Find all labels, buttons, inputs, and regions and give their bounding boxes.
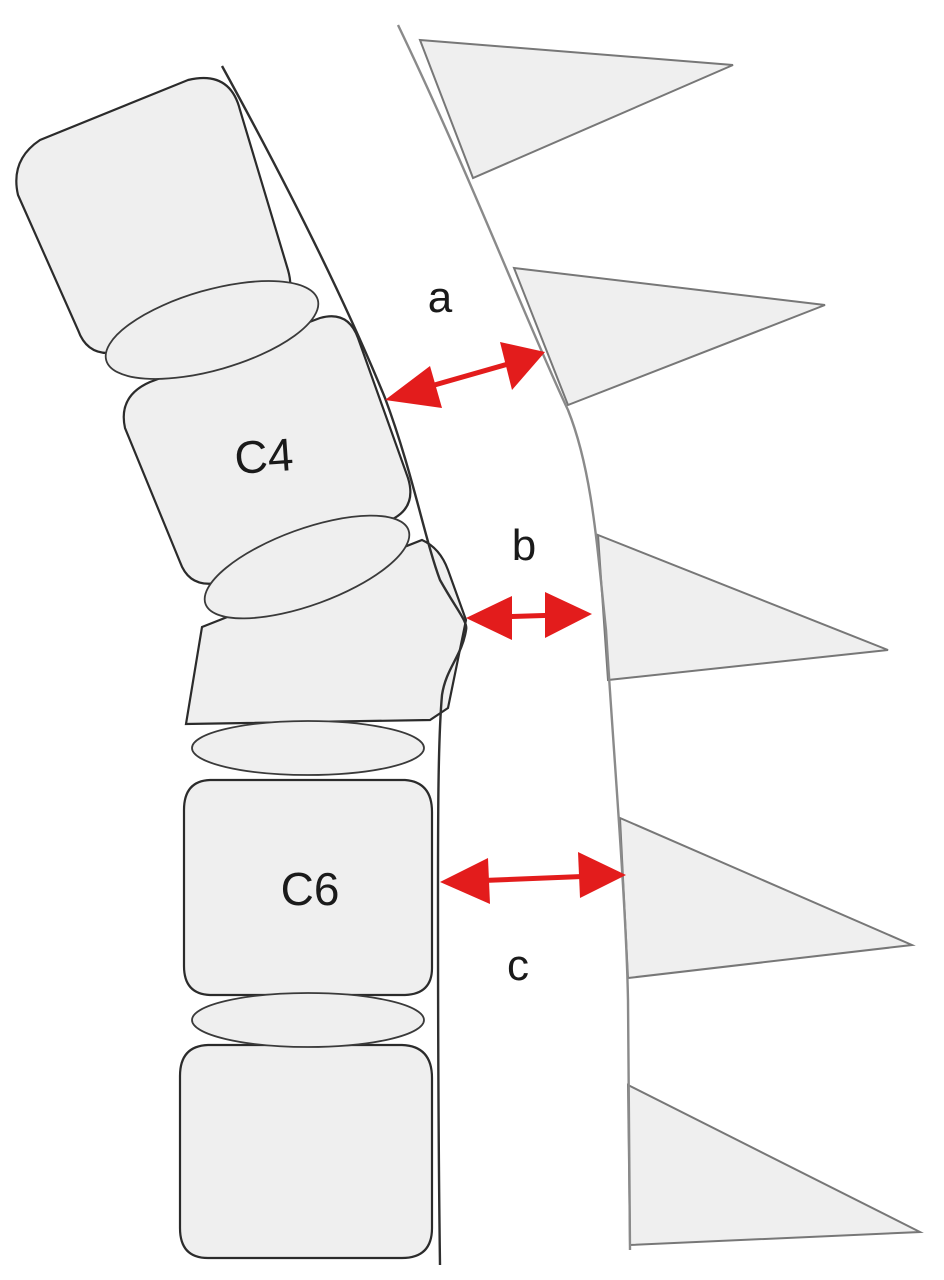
- spinous-process-3: [596, 533, 889, 682]
- disc-c3-c4: [104, 280, 320, 380]
- intervertebral-discs: [104, 280, 425, 1048]
- label-c: c: [507, 941, 529, 990]
- spinous-process-1: [418, 38, 734, 180]
- arrow-c: [440, 852, 626, 904]
- spinous-processes: [418, 38, 924, 1247]
- vertebral-body-c5: [184, 538, 468, 726]
- disc-c6-c7: [191, 992, 425, 1048]
- vertebral-body-c6: [182, 778, 434, 997]
- posterior-line: [396, 24, 632, 1251]
- vertebral-body-c7: [178, 1043, 434, 1260]
- anterior-canal-line: [220, 65, 468, 1266]
- label-c6: C6: [281, 863, 340, 915]
- spinous-process-5: [626, 1083, 924, 1247]
- arrow-a: [385, 342, 545, 408]
- spinous-process-2: [512, 266, 826, 407]
- disc-c4-c5: [203, 514, 411, 620]
- label-c4: C4: [233, 428, 295, 484]
- label-a: a: [428, 273, 453, 322]
- disc-c5-c6: [191, 720, 425, 776]
- measurement-arrows: [385, 342, 626, 904]
- label-b: b: [512, 521, 536, 570]
- vertebral-bodies: [15, 76, 468, 1260]
- spinous-process-4: [618, 816, 916, 980]
- arrow-b: [466, 592, 592, 640]
